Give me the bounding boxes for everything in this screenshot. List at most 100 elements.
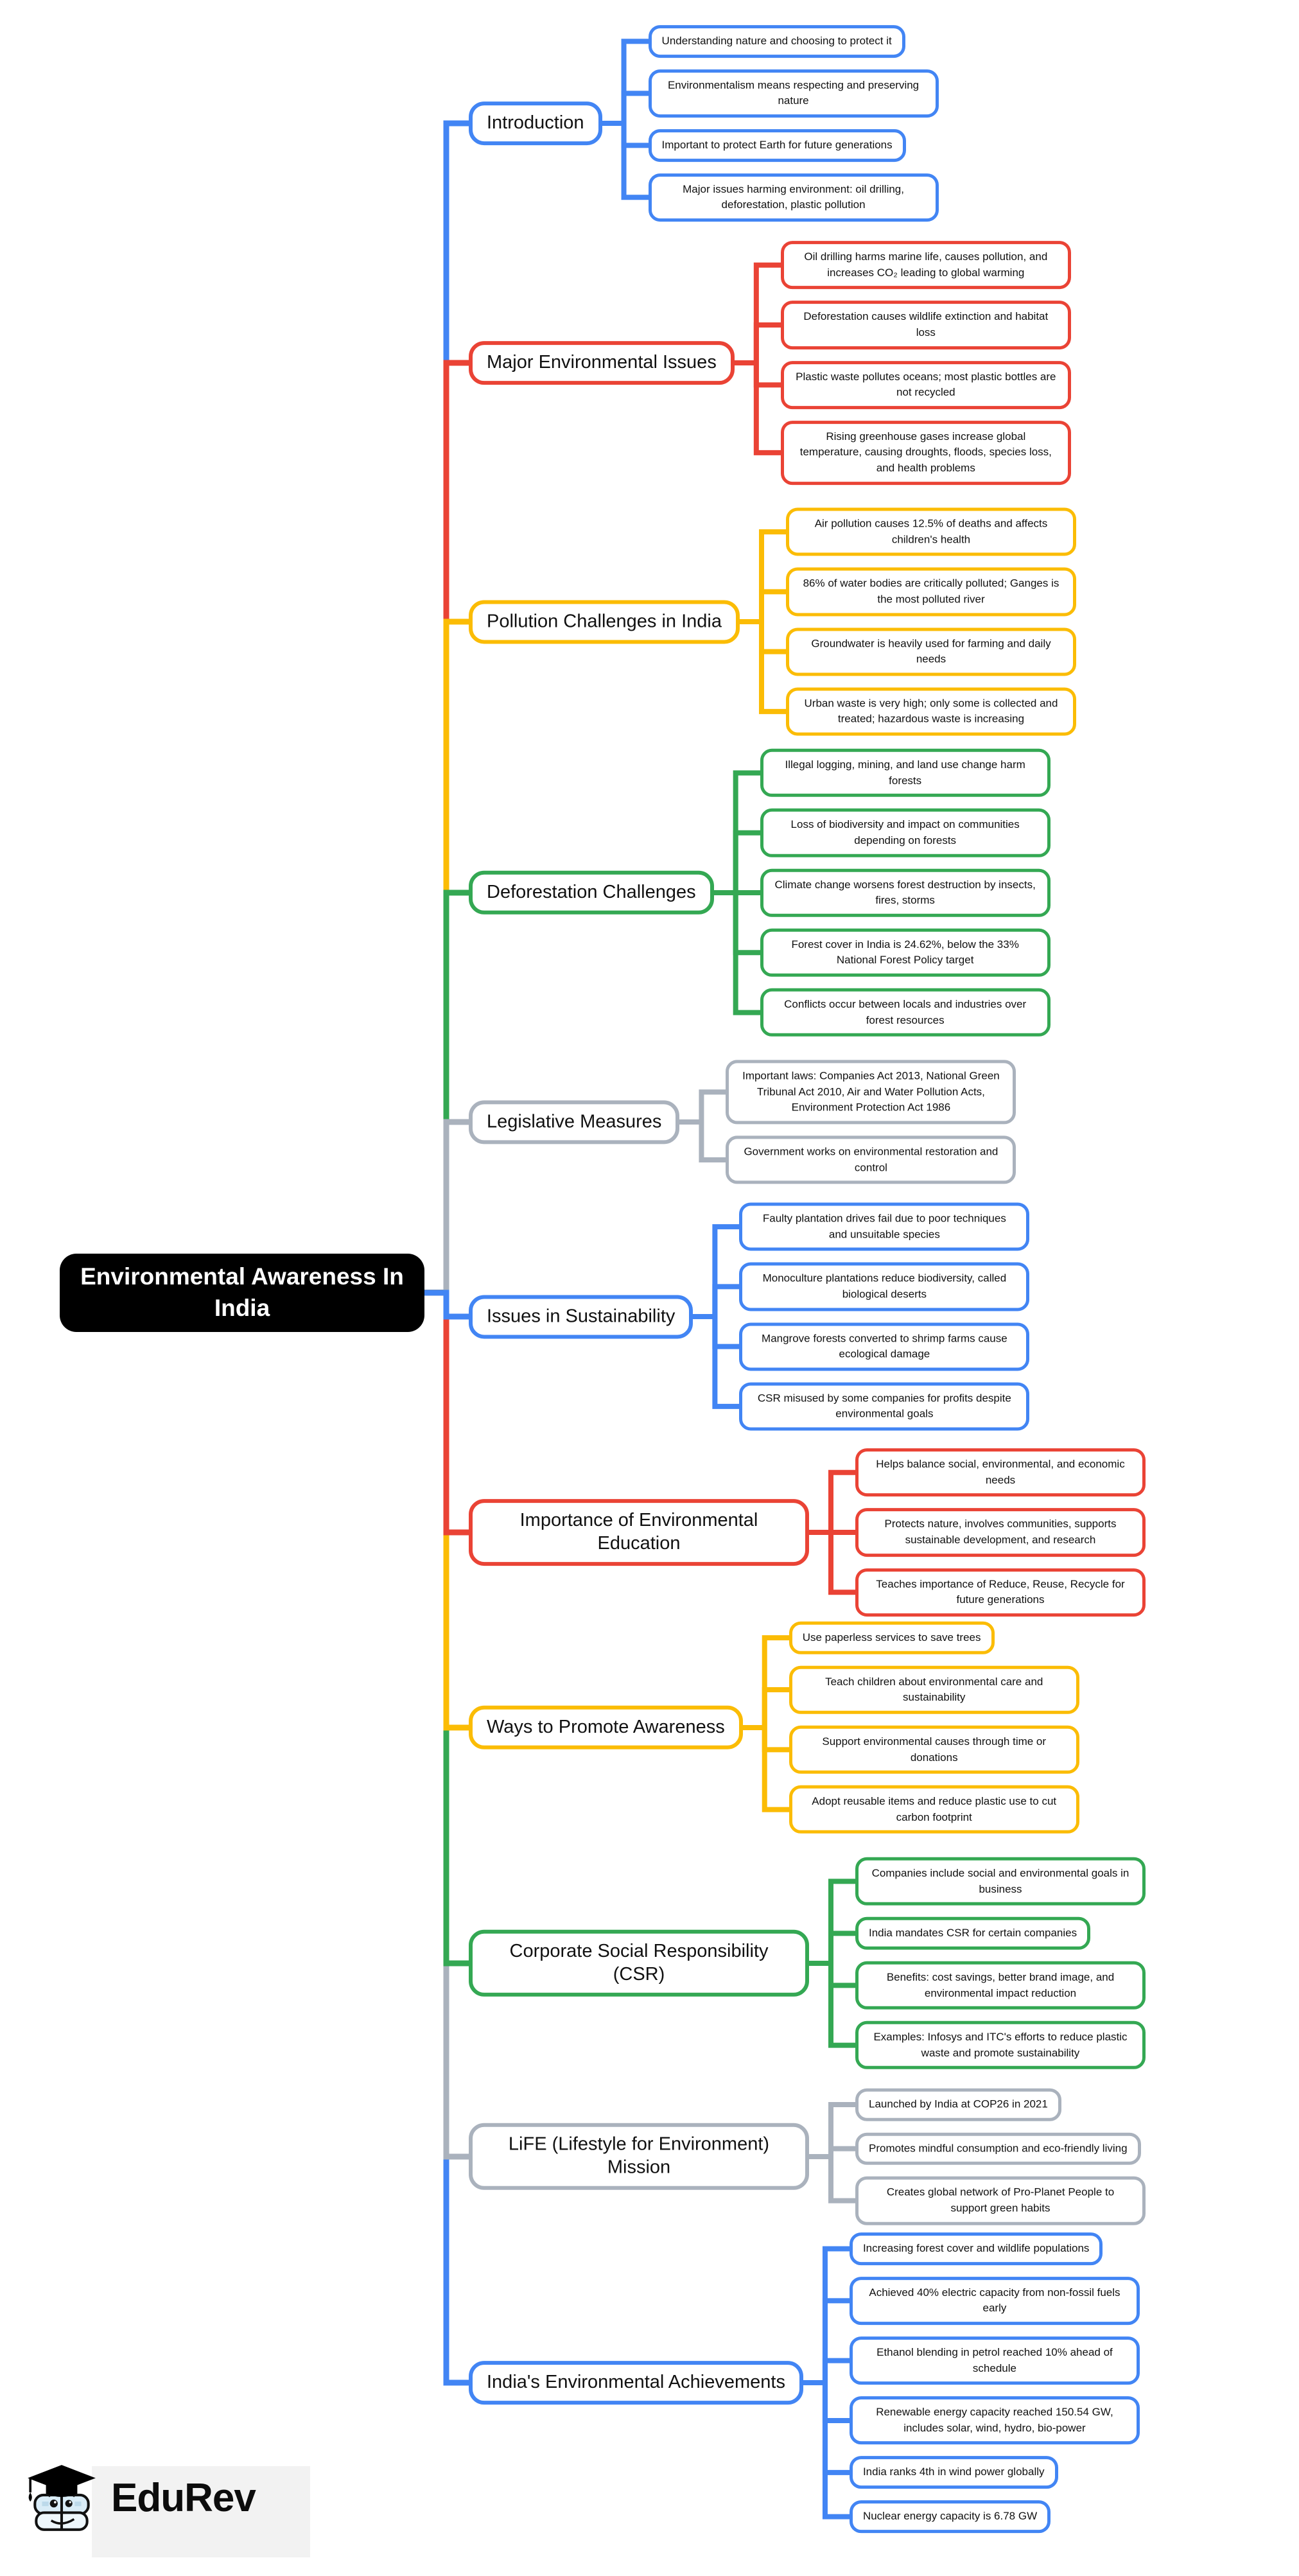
branch-node-major-environmental-issues[interactable]: Major Environmental Issues: [469, 341, 735, 385]
child-label: Support environmental causes through tim…: [822, 1735, 1047, 1764]
child-node[interactable]: Teaches importance of Reduce, Reuse, Rec…: [855, 1568, 1146, 1617]
child-node[interactable]: Environmentalism means respecting and pr…: [648, 69, 939, 118]
child-label: Increasing forest cover and wildlife pop…: [862, 2242, 1090, 2255]
branch-row: Issues in Sustainability Faulty plantati…: [469, 1202, 1030, 1431]
child-node[interactable]: Loss of biodiversity and impact on commu…: [760, 809, 1051, 857]
child-node[interactable]: Understanding nature and choosing to pro…: [648, 25, 905, 58]
branch-node-legislative-measures[interactable]: Legislative Measures: [469, 1100, 680, 1144]
branch-node-pollution-challenges-in-india[interactable]: Pollution Challenges in India: [469, 600, 740, 644]
child-label: Important to protect Earth for future ge…: [661, 139, 893, 151]
child-label: Teach children about environmental care …: [825, 1675, 1043, 1704]
branch-row: Legislative Measures Important laws: Com…: [469, 1060, 1016, 1184]
branch-label: Deforestation Challenges: [487, 882, 696, 903]
child-label: Nuclear energy capacity is 6.78 GW: [862, 2510, 1038, 2523]
root-node[interactable]: Environmental Awareness In India: [60, 1254, 424, 1332]
branch-children: Air pollution causes 12.5% of deaths and…: [785, 507, 1076, 736]
child-node[interactable]: 86% of water bodies are critically pollu…: [785, 567, 1076, 616]
child-label: Promotes mindful consumption and eco-fri…: [869, 2142, 1128, 2155]
child-node[interactable]: Forest cover in India is 24.62%, below t…: [760, 928, 1051, 977]
branch-row: Deforestation Challenges Illegal logging…: [469, 748, 1051, 1037]
child-node[interactable]: Government works on environmental restor…: [726, 1135, 1016, 1184]
branch-children: Companies include social and environment…: [855, 1857, 1146, 2070]
child-node[interactable]: Support environmental causes through tim…: [789, 1725, 1079, 1774]
child-node[interactable]: Nuclear energy capacity is 6.78 GW: [849, 2500, 1051, 2533]
child-node[interactable]: Teach children about environmental care …: [789, 1665, 1079, 1714]
branch-node-deforestation-challenges[interactable]: Deforestation Challenges: [469, 871, 714, 915]
child-node[interactable]: Important laws: Companies Act 2013, Nati…: [726, 1060, 1016, 1125]
child-node[interactable]: Companies include social and environment…: [855, 1857, 1146, 1906]
child-label: Plastic waste pollutes oceans; most plas…: [796, 370, 1056, 399]
branch-children: Use paperless services to save trees Tea…: [789, 1621, 1079, 1834]
branch-node-life-mission[interactable]: LiFE (Lifestyle for Environment) Mission: [469, 2123, 809, 2190]
child-node[interactable]: India mandates CSR for certain companies: [855, 1917, 1091, 1950]
child-node[interactable]: Achieved 40% electric capacity from non-…: [849, 2276, 1140, 2326]
child-label: Teaches importance of Reduce, Reuse, Rec…: [876, 1577, 1125, 1606]
child-node[interactable]: Protects nature, involves communities, s…: [855, 1508, 1146, 1557]
child-label: Monoculture plantations reduce biodivers…: [762, 1272, 1007, 1301]
child-node[interactable]: Examples: Infosys and ITC's efforts to r…: [855, 2020, 1146, 2070]
branch-row: LiFE (Lifestyle for Environment) Mission…: [469, 2088, 1146, 2225]
child-node[interactable]: Major issues harming environment: oil dr…: [648, 173, 939, 222]
child-node[interactable]: Renewable energy capacity reached 150.54…: [849, 2396, 1140, 2445]
child-label: Loss of biodiversity and impact on commu…: [790, 818, 1020, 846]
child-label: Understanding nature and choosing to pro…: [661, 35, 892, 48]
child-node[interactable]: Helps balance social, environmental, and…: [855, 1448, 1146, 1497]
child-node[interactable]: Ethanol blending in petrol reached 10% a…: [849, 2336, 1140, 2385]
child-node[interactable]: Illegal logging, mining, and land use ch…: [760, 748, 1051, 798]
child-label: Renewable energy capacity reached 150.54…: [876, 2406, 1113, 2434]
child-label: CSR misused by some companies for profit…: [757, 1392, 1011, 1420]
child-node[interactable]: Adopt reusable items and reduce plastic …: [789, 1785, 1079, 1834]
child-node[interactable]: Faulty plantation drives fail due to poo…: [739, 1202, 1030, 1251]
branch-node-corporate-social-responsibility[interactable]: Corporate Social Responsibility (CSR): [469, 1930, 809, 1997]
child-node[interactable]: Increasing forest cover and wildlife pop…: [849, 2232, 1103, 2265]
child-node[interactable]: Use paperless services to save trees: [789, 1621, 995, 1654]
branch-label: Issues in Sustainability: [487, 1306, 676, 1327]
branch-children: Helps balance social, environmental, and…: [855, 1448, 1146, 1617]
child-node[interactable]: Air pollution causes 12.5% of deaths and…: [785, 507, 1076, 556]
branch-children: Launched by India at COP26 in 2021 Promo…: [855, 2088, 1146, 2225]
branch-label: Corporate Social Responsibility (CSR): [509, 1941, 769, 1985]
edurev-brand-text[interactable]: EduRev: [111, 2475, 256, 2520]
branch-row: Importance of Environmental Education He…: [469, 1448, 1146, 1617]
child-node[interactable]: Deforestation causes wildlife extinction…: [780, 301, 1071, 349]
child-node[interactable]: Important to protect Earth for future ge…: [648, 129, 906, 162]
child-node[interactable]: Groundwater is heavily used for farming …: [785, 627, 1076, 676]
branch-node-ways-to-promote-awareness[interactable]: Ways to Promote Awareness: [469, 1706, 743, 1749]
child-node[interactable]: CSR misused by some companies for profit…: [739, 1382, 1030, 1431]
child-node[interactable]: Oil drilling harms marine life, causes p…: [780, 241, 1071, 290]
child-node[interactable]: Conflicts occur between locals and indus…: [760, 988, 1051, 1037]
branch-row: Corporate Social Responsibility (CSR) Co…: [469, 1857, 1146, 2070]
child-label: Oil drilling harms marine life, causes p…: [804, 250, 1048, 279]
branch-label: Legislative Measures: [487, 1111, 662, 1132]
branch-row: Introduction Understanding nature and ch…: [469, 25, 939, 222]
child-node[interactable]: Rising greenhouse gases increase global …: [780, 420, 1071, 485]
branch-node-indias-environmental-achievements[interactable]: India's Environmental Achievements: [469, 2361, 803, 2405]
child-label: Ethanol blending in petrol reached 10% a…: [876, 2346, 1113, 2374]
child-node[interactable]: Promotes mindful consumption and eco-fri…: [855, 2132, 1141, 2165]
child-node[interactable]: Monoculture plantations reduce biodivers…: [739, 1262, 1030, 1311]
child-node[interactable]: Climate change worsens forest destructio…: [760, 868, 1051, 917]
child-label: India mandates CSR for certain companies: [869, 1927, 1077, 1940]
child-label: Air pollution causes 12.5% of deaths and…: [814, 517, 1048, 546]
edurev-watermark: EduRev: [22, 2458, 310, 2557]
child-node[interactable]: India ranks 4th in wind power globally: [849, 2456, 1058, 2489]
child-label: Environmentalism means respecting and pr…: [667, 78, 920, 107]
child-node[interactable]: Benefits: cost savings, better brand ima…: [855, 1961, 1146, 2010]
branch-node-issues-in-sustainability[interactable]: Issues in Sustainability: [469, 1295, 693, 1338]
child-node[interactable]: Creates global network of Pro-Planet Peo…: [855, 2177, 1146, 2225]
child-label: Deforestation causes wildlife extinction…: [803, 310, 1049, 339]
branch-node-importance-of-environmental-education[interactable]: Importance of Environmental Education: [469, 1499, 809, 1566]
branch-children: Illegal logging, mining, and land use ch…: [760, 748, 1051, 1037]
child-node[interactable]: Urban waste is very high; only some is c…: [785, 687, 1076, 736]
child-label: Companies include social and environment…: [871, 1866, 1129, 1895]
child-label: Major issues harming environment: oil dr…: [683, 182, 904, 211]
child-label: Faulty plantation drives fail due to poo…: [762, 1212, 1006, 1241]
branch-node-introduction[interactable]: Introduction: [469, 101, 602, 145]
child-label: Government works on environmental restor…: [744, 1145, 998, 1173]
child-node[interactable]: Plastic waste pollutes oceans; most plas…: [780, 360, 1071, 409]
branch-row: India's Environmental Achievements Incre…: [469, 2232, 1140, 2533]
child-node[interactable]: Launched by India at COP26 in 2021: [855, 2088, 1061, 2121]
child-node[interactable]: Mangrove forests converted to shrimp far…: [739, 1322, 1030, 1371]
child-label: Use paperless services to save trees: [802, 1631, 981, 1643]
